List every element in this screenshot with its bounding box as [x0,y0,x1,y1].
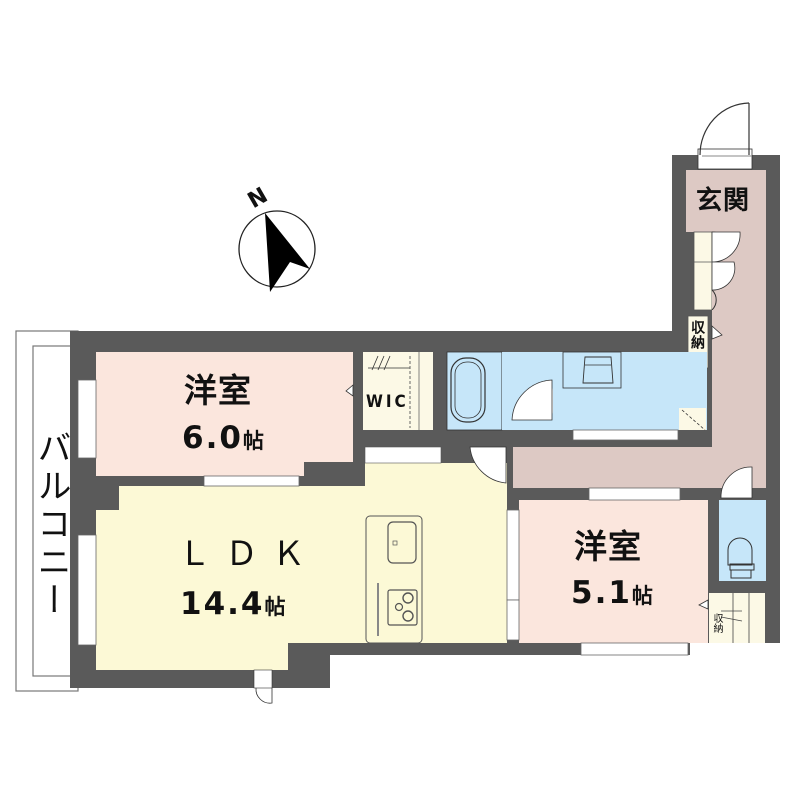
bedroom2-floor [519,500,708,643]
bedroom1-name: 洋室 [184,371,252,410]
toilet-room [719,500,766,581]
ldk-name: ＬＤＫ [178,534,319,573]
bedroom1-size: 6.0帖 [182,420,264,456]
entrance-label: 玄関 [696,186,751,216]
toilet-icon [727,537,755,579]
kitchen-sink-icon [387,521,417,564]
washbasin-icon [582,356,614,384]
hall-storage-label: 収納 [689,320,705,350]
walk-in-closet [363,352,433,430]
wic-label: WIC [366,392,409,412]
bedroom2-size: 5.1帖 [571,575,653,611]
shoe-cabinet [693,231,713,311]
north-arrow-icon [238,210,316,292]
windows [77,379,689,656]
ldk-size: 14.4帖 [180,586,286,622]
kitchen-counter [365,515,423,644]
front-door [697,102,753,170]
bedroom2-storage [709,593,765,643]
bedroom2-storage-label: 収納 [711,613,722,633]
bedroom1-floor [96,352,353,476]
balcony-label: バルコニー [31,430,71,620]
bedroom2-name: 洋室 [574,527,642,566]
balcony [15,330,79,692]
stove-icon [387,589,418,626]
entrance-floor [686,170,766,232]
bathtub-icon [450,357,486,423]
